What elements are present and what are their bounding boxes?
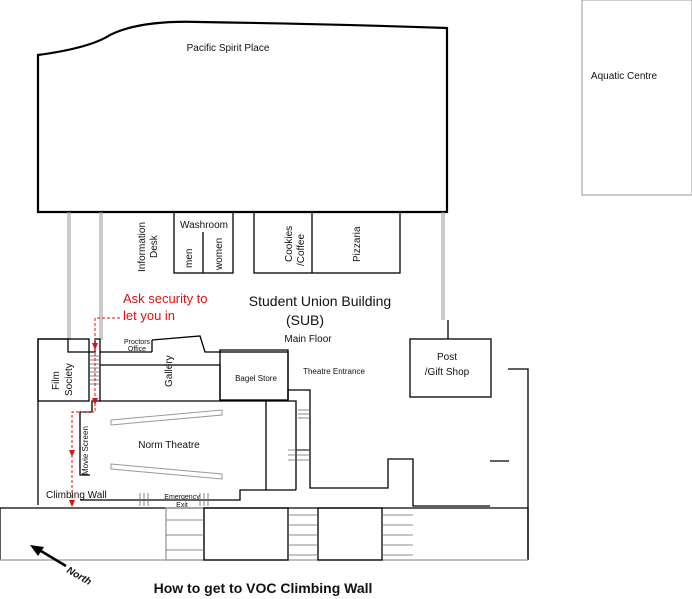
stairs <box>90 355 310 506</box>
society-label: Society <box>64 363 75 396</box>
columns <box>67 212 445 340</box>
sub-abbrev-label: (SUB) <box>286 312 324 328</box>
north-label: North <box>65 565 94 588</box>
pizzaria-label: Pizzaria <box>352 226 363 262</box>
information-desk-label: Information <box>137 222 148 272</box>
men-label: men <box>184 249 195 268</box>
washroom-label: Washroom <box>180 220 228 231</box>
norm-theatre-label: Norm Theatre <box>138 440 200 451</box>
gift-shop-label: /Gift Shop <box>425 367 470 378</box>
proctors-office-label-2: Office <box>128 346 146 353</box>
lower-stairs <box>166 514 413 556</box>
theatre-entrance-label: Theatre Entrance <box>303 367 365 376</box>
lower-level <box>0 507 529 561</box>
cookies-pizzaria-area <box>253 211 401 274</box>
coffee-label: /Coffee <box>296 234 307 266</box>
let-you-in-label: let you in <box>123 308 175 323</box>
proctors-office-label: Proctors <box>124 339 151 346</box>
sub-label: Student Union Building <box>249 293 391 309</box>
movie-screen-label: Movie Screen <box>81 426 90 475</box>
pacific-spirit-place-label: Pacific Spirit Place <box>187 43 270 54</box>
post-label: Post <box>437 352 457 363</box>
ask-security-label: Ask security to <box>123 291 208 306</box>
north-arrow-icon <box>30 545 67 568</box>
main-floor-label: Main Floor <box>284 334 332 345</box>
emergency-exit-label-2: Exit <box>176 502 188 509</box>
bagel-store-label: Bagel Store <box>235 374 277 383</box>
information-desk-label-2: Desk <box>149 234 160 258</box>
aquatic-centre-area <box>581 0 692 196</box>
emergency-exit-label: Emergency <box>164 494 200 501</box>
film-label: Film <box>51 371 62 390</box>
aquatic-centre-label: Aquatic Centre <box>591 71 658 82</box>
route-path <box>69 317 120 507</box>
women-label: women <box>214 238 225 271</box>
pacific-spirit-place-area <box>36 20 449 214</box>
post-gift-shop-area <box>409 338 492 398</box>
climbing-wall-label: Climbing Wall <box>46 490 107 501</box>
theatre-seating <box>110 409 223 480</box>
cookies-label: Cookies <box>284 226 295 262</box>
gallery-label: Gallery <box>164 355 175 387</box>
building-walls <box>37 335 490 507</box>
map-title: How to get to VOC Climbing Wall <box>154 580 373 596</box>
